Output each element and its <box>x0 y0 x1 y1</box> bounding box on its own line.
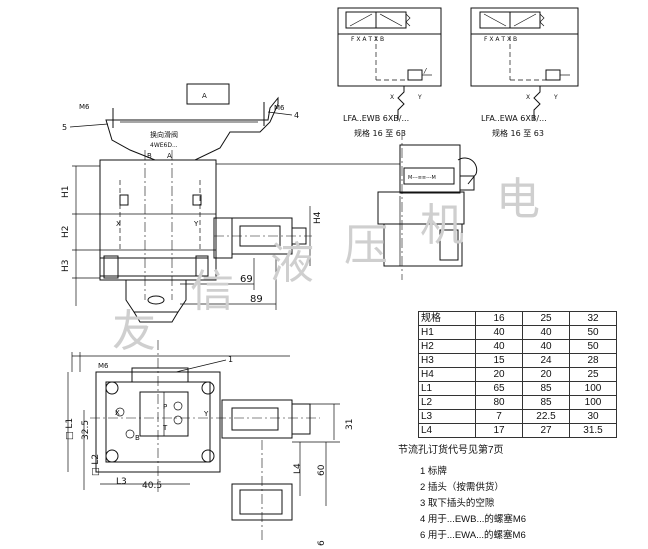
section-view-right: M---≡≡---M <box>377 130 478 280</box>
header-cell: 规格 <box>418 311 476 326</box>
svg-text:Y: Y <box>193 220 199 228</box>
svg-text:L4: L4 <box>293 463 303 474</box>
svg-text:1: 1 <box>228 355 233 364</box>
svg-text:H1: H1 <box>61 186 71 199</box>
legend-item: 2 插头（按需供货） <box>420 482 504 493</box>
spec-table-header: 规格 16 25 32 <box>418 311 617 326</box>
svg-text:H4: H4 <box>313 211 323 224</box>
header-cell: 16 <box>475 311 523 326</box>
svg-text:69: 69 <box>240 274 253 285</box>
schematic-left: F X A T X B / X Y LFA..EWB 6XB/... 规格 16… <box>337 7 442 138</box>
svg-text:L3: L3 <box>116 477 127 487</box>
svg-text:32.5: 32.5 <box>81 420 91 440</box>
svg-text:40.5: 40.5 <box>142 481 162 491</box>
svg-text:31: 31 <box>345 419 355 430</box>
svg-text:A: A <box>202 92 207 100</box>
schematic-right-subtitle: 规格 16 至 63 <box>492 128 544 138</box>
svg-text:M6: M6 <box>98 362 109 370</box>
svg-text:P: P <box>163 403 167 411</box>
svg-text:液: 液 <box>270 238 314 289</box>
legend-item: 1 标牌 <box>420 466 447 477</box>
schematic-left-subtitle: 规格 16 至 63 <box>354 128 406 138</box>
legend-item: 6 用于...EWA...的螺塞M6 <box>420 530 526 541</box>
svg-text:4: 4 <box>294 111 299 120</box>
svg-text:60: 60 <box>317 464 327 476</box>
svg-text:M6: M6 <box>274 104 285 112</box>
schematic-left-title: LFA..EWB 6XB/... <box>343 114 409 123</box>
svg-text:/: / <box>423 67 427 75</box>
svg-text:B: B <box>135 434 140 442</box>
header-cell: 32 <box>569 311 617 326</box>
watermark: 友 信 液 压 机 电 <box>112 174 540 357</box>
schematic-right: F X A T X B X Y LFA..EWA 6XB/... 规格 16 至… <box>470 7 579 138</box>
valve-name: 换向滑阀 <box>150 130 178 139</box>
svg-text:机: 机 <box>420 200 464 251</box>
svg-text:压: 压 <box>344 220 388 271</box>
svg-text:友: 友 <box>112 306 156 357</box>
svg-text:Y: Y <box>553 94 558 101</box>
svg-text:5: 5 <box>62 123 67 132</box>
svg-text:H3: H3 <box>61 260 71 273</box>
svg-text:B: B <box>147 152 152 160</box>
side-view: A 换向滑阀 4WE6D... B A M6 M6 5 4 X Y <box>61 83 400 323</box>
svg-text:6: 6 <box>317 540 327 546</box>
svg-text:H2: H2 <box>61 226 71 239</box>
valve-model: 4WE6D... <box>150 142 178 149</box>
svg-text:信: 信 <box>190 266 234 317</box>
schematic-right-ports: F X A T X B <box>484 36 517 43</box>
svg-text:Y: Y <box>203 410 209 418</box>
legend-list: 1 标牌 2 插头（按需供货） 3 取下插头的空隙 4 用于...EWB...的… <box>420 464 526 544</box>
svg-text:X: X <box>390 94 394 101</box>
svg-text:89: 89 <box>250 294 263 305</box>
svg-text:X: X <box>115 409 120 417</box>
svg-text:M---≡≡---M: M---≡≡---M <box>408 175 436 181</box>
table-note: 节流孔订货代号见第7页 <box>398 445 504 456</box>
svg-text:电: 电 <box>496 174 540 225</box>
svg-text:A: A <box>167 152 172 160</box>
svg-text:Y: Y <box>417 94 422 101</box>
plan-view: M6 1 X P T B Y □ L1 32.5 <box>65 340 355 546</box>
schematic-right-title: LFA..EWA 6XB/... <box>481 114 547 123</box>
svg-text:T: T <box>162 424 168 432</box>
header-cell: 25 <box>522 311 570 326</box>
svg-text:□ L2: □ L2 <box>91 454 101 476</box>
svg-text:□ L1: □ L1 <box>65 418 75 440</box>
svg-text:M6: M6 <box>79 103 90 111</box>
legend-item: 3 取下插头的空隙 <box>420 498 495 509</box>
schematic-left-ports: F X A T X B <box>351 36 384 43</box>
svg-text:X: X <box>116 220 121 228</box>
legend-item: 4 用于...EWB...的螺塞M6 <box>420 514 527 525</box>
svg-text:X: X <box>526 94 530 101</box>
